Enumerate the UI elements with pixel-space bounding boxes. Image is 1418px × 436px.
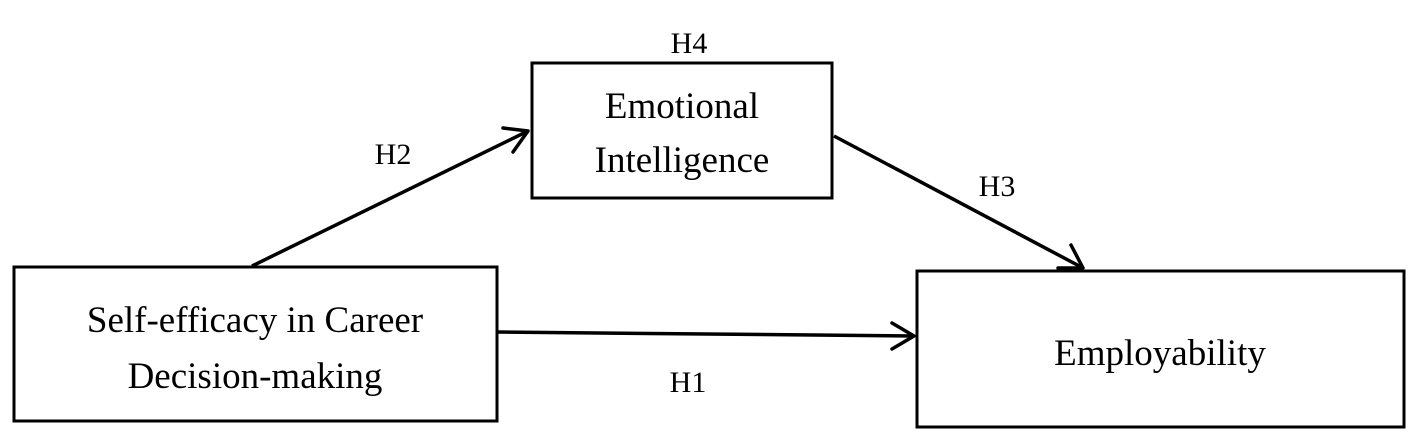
node-self-efficacy-line-2: Decision-making: [128, 356, 383, 397]
edge-h2: [251, 126, 530, 268]
node-self-efficacy: Self-efficacy in Career Decision-making: [12, 265, 499, 423]
hypothesis-label-h1: H1: [670, 366, 707, 399]
edge-h2-arrowhead: [501, 126, 530, 154]
edge-h3-line: [833, 134, 1084, 270]
node-employability-line-1: Employability: [1054, 333, 1266, 374]
edge-h1: [496, 321, 916, 351]
edge-h1-arrowhead: [890, 321, 916, 351]
node-employability-box: [915, 269, 1406, 429]
hypothesis-label-h3: H3: [979, 170, 1016, 203]
node-emotional-intelligence-box: [530, 61, 834, 200]
edge-h1-line: [496, 330, 915, 338]
node-emotional-intelligence: Emotional Intelligence: [530, 61, 834, 200]
hypothesis-label-h4: H4: [671, 27, 708, 60]
node-employability: Employability: [915, 269, 1406, 429]
edge-h3-arrowhead: [1056, 243, 1085, 270]
node-self-efficacy-line-1: Self-efficacy in Career: [87, 300, 423, 341]
node-emotional-intelligence-line-2: Intelligence: [595, 140, 770, 181]
edge-h2-line: [251, 129, 529, 268]
node-self-efficacy-box: [12, 265, 499, 423]
edge-h3: [833, 134, 1085, 270]
hypothesis-label-h2: H2: [375, 138, 412, 171]
node-emotional-intelligence-line-1: Emotional: [605, 86, 759, 127]
